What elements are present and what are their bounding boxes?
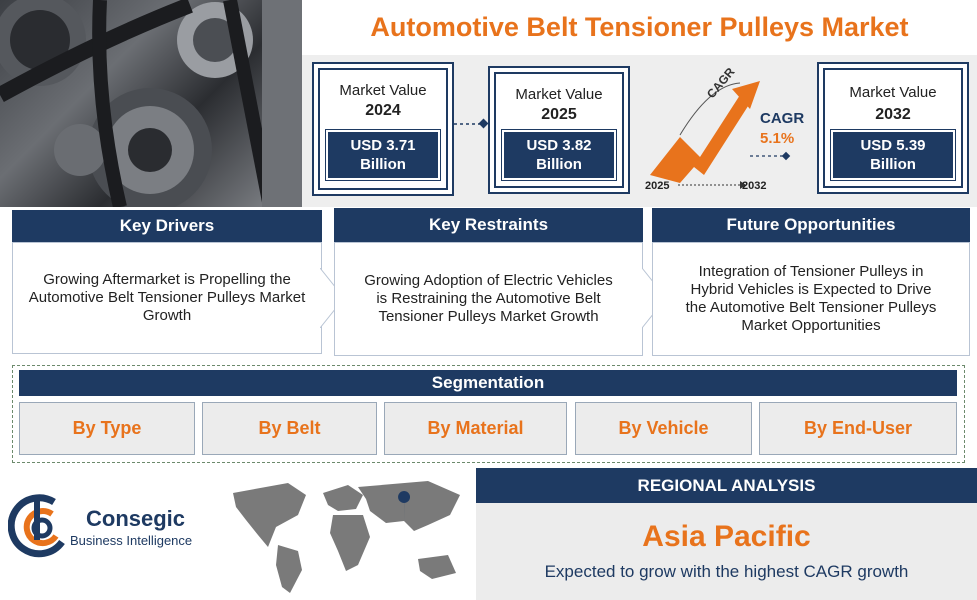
market-value-2025-card: Market Value 2025 USD 3.82 Billion [488,66,630,194]
segment-by-belt[interactable]: By Belt [202,402,377,455]
engine-belt-photo [0,0,302,207]
logo-name: Consegic [86,506,186,531]
market-value-label: Market Value [849,84,937,101]
region-note: Expected to grow with the highest CAGR g… [544,562,909,581]
market-value-amount: USD 3.82 Billion [501,129,617,181]
market-value-label: Market Value [515,86,603,103]
logo-tagline: Business Intelligence [70,533,193,548]
page-title: Automotive Belt Tensioner Pulleys Market [370,12,909,42]
market-value-2032-card: Market Value 2032 USD 5.39 Billion [817,62,969,194]
regional-analysis-panel [476,503,977,600]
consegic-logo-icon [8,494,65,558]
cagr-growth-chart-icon [650,81,791,189]
key-drivers-header: Key Drivers [12,210,322,242]
future-opportunities-text: Integration of Tensioner Pulleys in Hybr… [652,242,970,356]
key-restraints-header: Key Restraints [334,208,643,242]
market-value-year: 2025 [541,106,577,123]
cagr-label: CAGR [760,110,805,127]
segment-by-type[interactable]: By Type [19,402,195,455]
location-pin-icon [398,491,411,521]
segmentation-header: Segmentation [19,370,957,396]
market-value-2024-card: Market Value 2024 USD 3.71 Billion [312,62,454,196]
world-map-icon [233,481,460,593]
segment-by-vehicle[interactable]: By Vehicle [575,402,752,455]
cagr-start-year: 2025 [645,180,670,192]
engine-belt-illustration [0,0,302,207]
market-value-amount: USD 5.39 Billion [830,129,956,181]
segment-by-end-user[interactable]: By End-User [759,402,957,455]
region-name: Asia Pacific [642,520,811,553]
connector-arrow [454,118,489,129]
regional-analysis-header: REGIONAL ANALYSIS [476,468,977,503]
segment-by-material[interactable]: By Material [384,402,567,455]
market-value-year: 2032 [875,106,911,123]
key-drivers-text: Growing Aftermarket is Propelling the Au… [12,242,322,354]
market-value-label: Market Value [339,82,427,99]
market-value-year: 2024 [365,102,401,119]
key-restraints-text: Growing Adoption of Electric Vehicles is… [334,242,643,356]
market-value-amount: USD 3.71 Billion [325,129,441,181]
cagr-value: 5.1% [760,130,795,147]
cagr-end-year: 2032 [742,180,767,192]
future-opportunities-header: Future Opportunities [652,208,970,242]
segmentation-panel [12,365,965,463]
